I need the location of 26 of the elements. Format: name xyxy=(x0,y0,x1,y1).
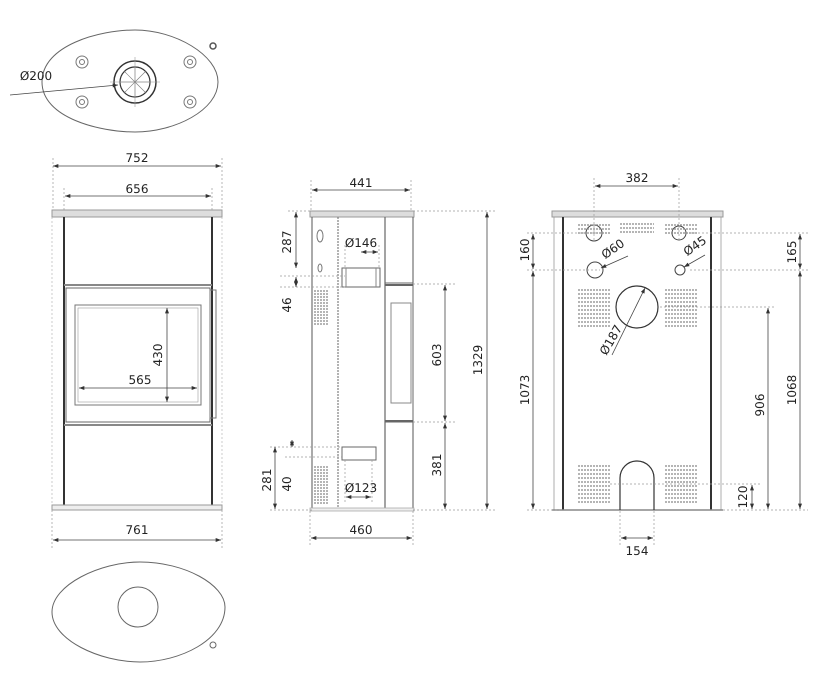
dimension-label: 382 xyxy=(626,171,648,185)
dimension-label: 381 xyxy=(430,454,444,476)
dimension-label: 46 xyxy=(280,297,294,313)
dimension-label: 761 xyxy=(126,523,148,537)
dimension-label: 160 xyxy=(518,238,532,262)
dimension-label: 441 xyxy=(350,176,372,190)
dimension-label: 40 xyxy=(280,476,294,492)
dimension-label: 565 xyxy=(128,373,152,387)
dimension-label: 1329 xyxy=(471,344,485,376)
dimension-label: 460 xyxy=(350,523,372,537)
dimension-label: 430 xyxy=(151,344,165,366)
dimension-label: 656 xyxy=(126,182,148,196)
dimension-label: Ø146 xyxy=(344,236,378,250)
dimension-label: Ø45 xyxy=(680,233,710,259)
dimension-label: 1068 xyxy=(785,374,799,406)
dimension-label: 281 xyxy=(260,468,274,492)
dimension-label: 752 xyxy=(126,151,148,165)
dimension-label: Ø60 xyxy=(598,236,628,262)
dimension-label: 1073 xyxy=(518,374,532,406)
dimension-label: 165 xyxy=(785,240,799,264)
dimension-label: Ø123 xyxy=(344,481,378,495)
dimension-label: 154 xyxy=(626,544,648,558)
dimension-label: 120 xyxy=(736,486,750,508)
dimension-label: 603 xyxy=(430,344,444,366)
dimension-label: 287 xyxy=(280,230,294,254)
dimension-label: 906 xyxy=(753,394,767,416)
